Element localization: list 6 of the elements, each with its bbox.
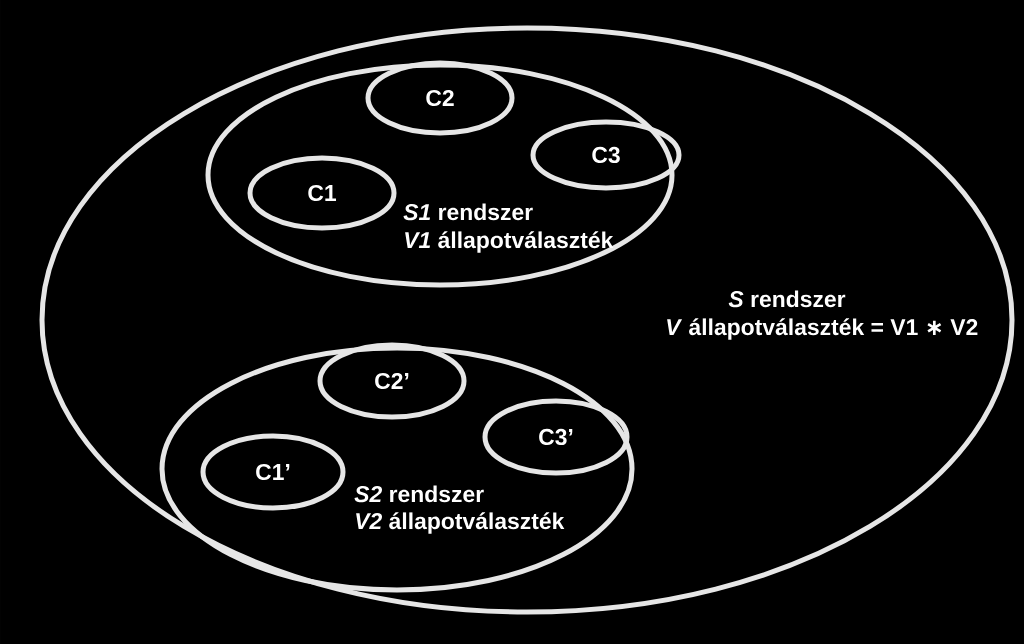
system-label: S1 rendszer — [403, 203, 533, 221]
system-label: S2 rendszer — [354, 485, 484, 503]
system-label: V1 állapotválaszték — [405, 231, 614, 253]
system-label: V állapotválaszték = V1 ∗ V2 — [667, 318, 978, 340]
system-label: S rendszer — [728, 290, 846, 308]
system-label: V2 állapotválaszték — [356, 512, 565, 534]
